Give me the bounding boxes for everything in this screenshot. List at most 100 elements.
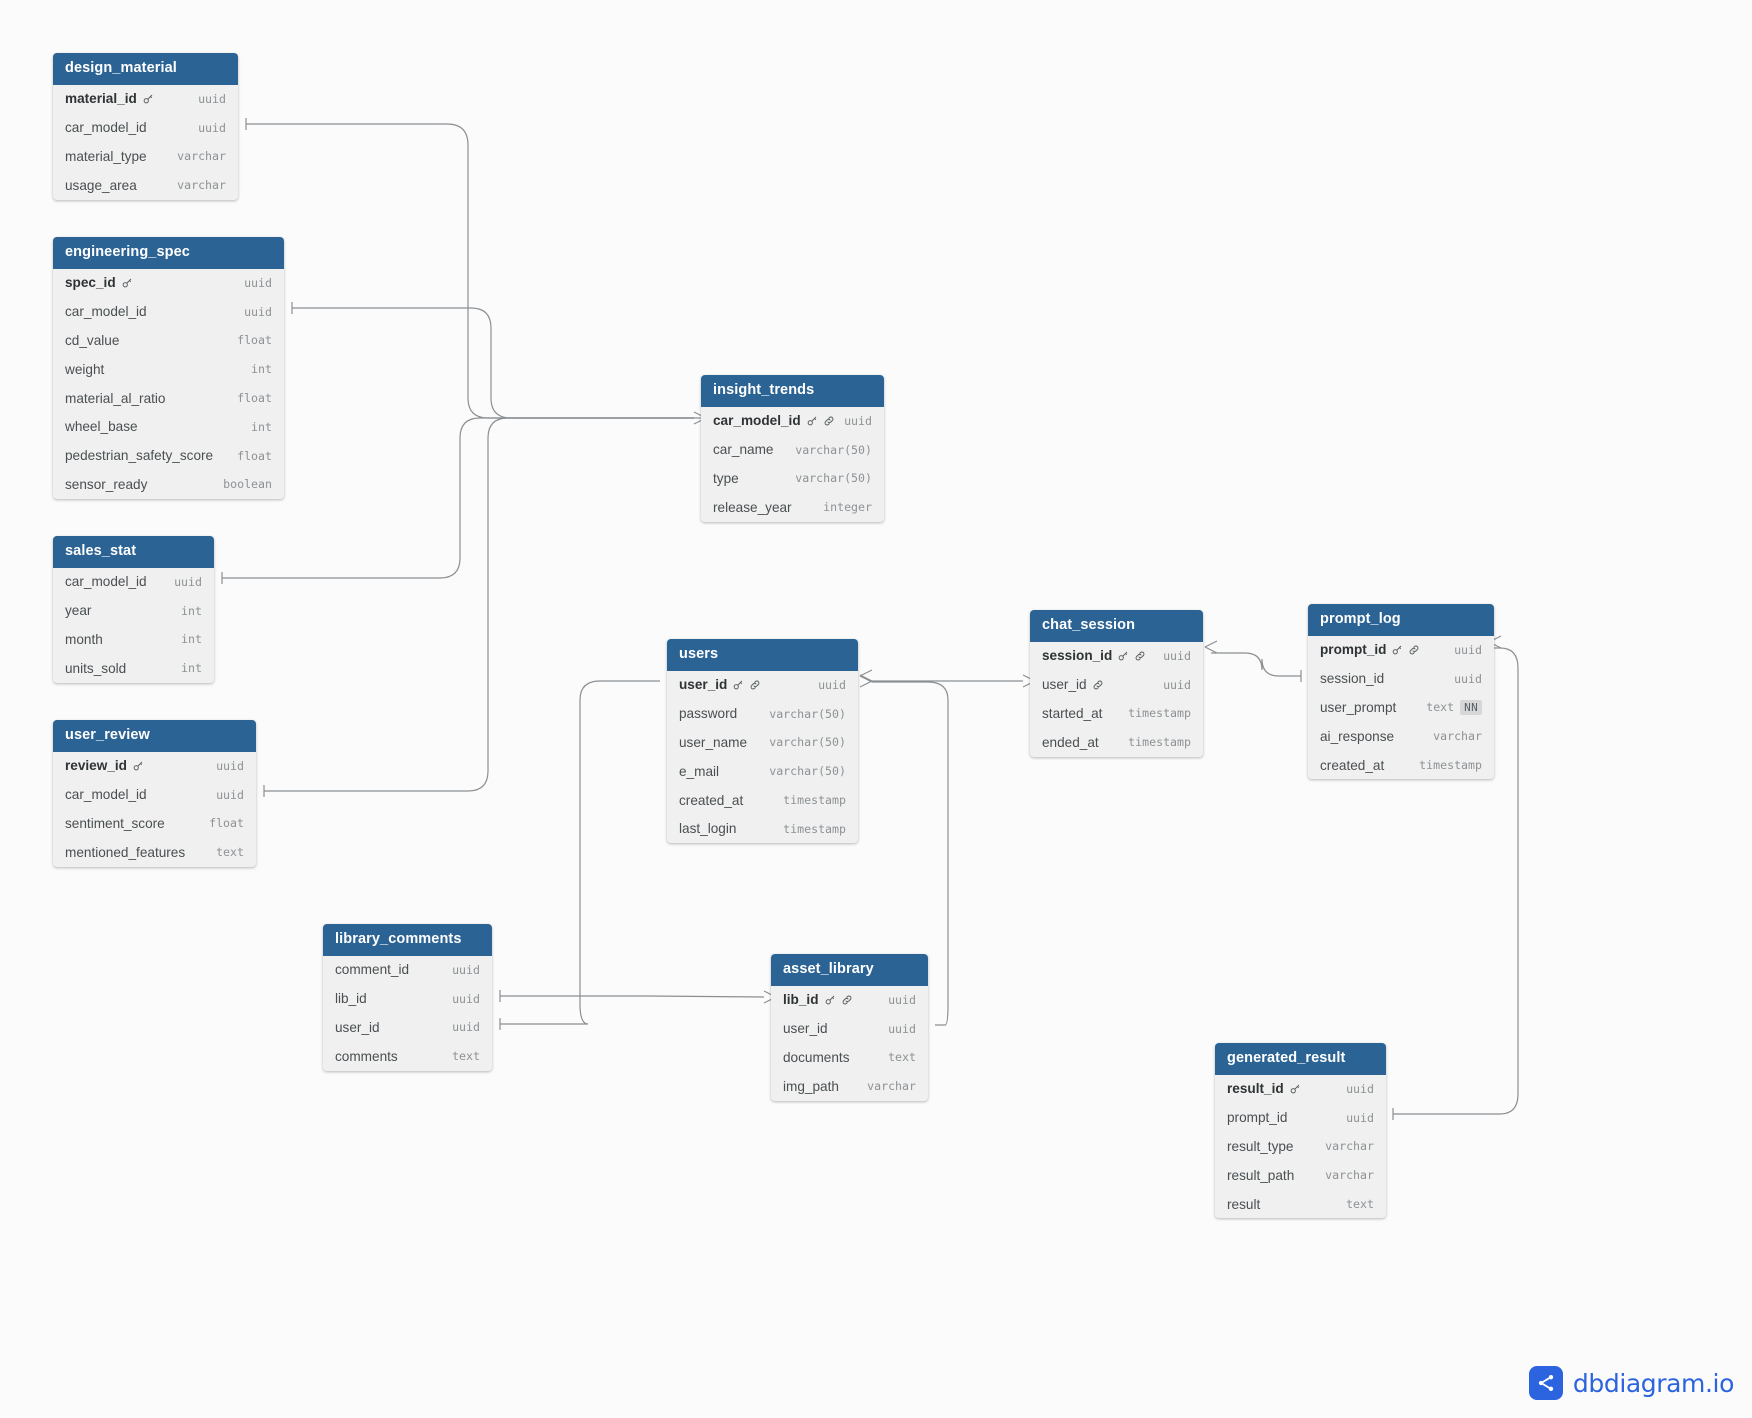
table-title-users[interactable]: users [667, 639, 858, 671]
foreign-key-link-icon [749, 679, 761, 691]
field-type: uuid [198, 91, 226, 106]
field-type: text [1346, 1197, 1374, 1212]
table-title-sales_stat[interactable]: sales_stat [53, 536, 214, 568]
field-type: varchar [1325, 1168, 1374, 1183]
primary-key-icon [142, 93, 154, 105]
primary-key-icon [806, 415, 818, 427]
field-type: uuid [1454, 671, 1482, 686]
table-title-user_review[interactable]: user_review [53, 720, 256, 752]
table-title-insight_trends[interactable]: insight_trends [701, 375, 884, 407]
field-name: user_prompt [1320, 699, 1397, 715]
field-name: ai_response [1320, 728, 1395, 744]
table-title-asset_library[interactable]: asset_library [771, 954, 928, 986]
primary-key-icon [732, 679, 744, 691]
field-name: comment_id [335, 962, 410, 978]
field-name: user_id [335, 1019, 380, 1035]
field-type: integer [823, 500, 872, 515]
field-name: car_model_id [713, 413, 801, 429]
field-name: user_id [1042, 677, 1087, 693]
table-title-prompt_log[interactable]: prompt_log [1308, 604, 1494, 636]
dbdiagram-watermark[interactable]: dbdiagram.io [1528, 1366, 1734, 1400]
field-name: result_id [1227, 1081, 1284, 1097]
table-title-chat_session[interactable]: chat_session [1030, 610, 1203, 642]
field-name: user_id [679, 677, 728, 693]
field-row[interactable]: user_id uuid [667, 671, 858, 700]
table-title-generated_result[interactable]: generated_result [1215, 1043, 1386, 1075]
field-type: uuid [818, 677, 846, 692]
table-title-design_material[interactable]: design_material [53, 53, 238, 85]
field-name: units_sold [65, 660, 127, 676]
foreign-key-link-icon [1134, 650, 1146, 662]
field-type: float [237, 391, 272, 406]
table-title-engineering_spec[interactable]: engineering_spec [53, 237, 284, 269]
field-name: type [713, 470, 739, 486]
table-title-library_comments[interactable]: library_comments [323, 924, 492, 956]
primary-key-icon [824, 994, 836, 1006]
